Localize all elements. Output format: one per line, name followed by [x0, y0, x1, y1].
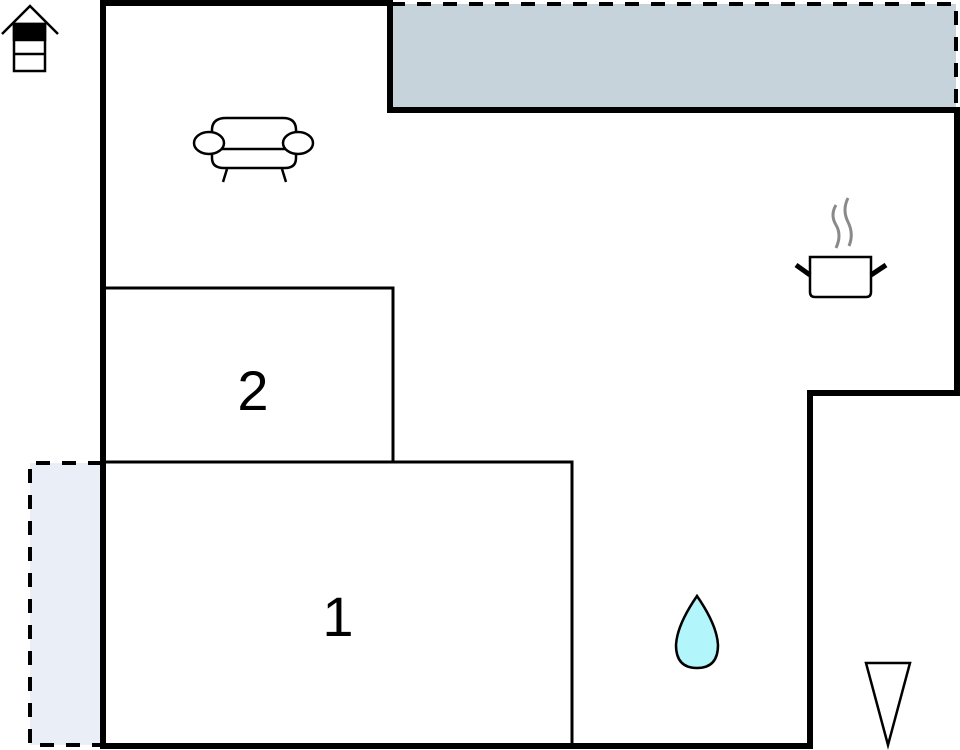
- outer-walls: [100, 0, 960, 749]
- room-1-label: 1: [322, 585, 353, 648]
- terrace-left: [28, 461, 102, 747]
- floor-level-icon: [1, 4, 59, 73]
- water-drop-icon: [674, 593, 720, 670]
- cooking-pot-icon: [794, 197, 888, 299]
- sofa-icon: [192, 116, 315, 183]
- north-arrow-icon: [864, 661, 912, 750]
- terrace-top: [391, 2, 958, 109]
- room-2-label: 2: [237, 359, 268, 422]
